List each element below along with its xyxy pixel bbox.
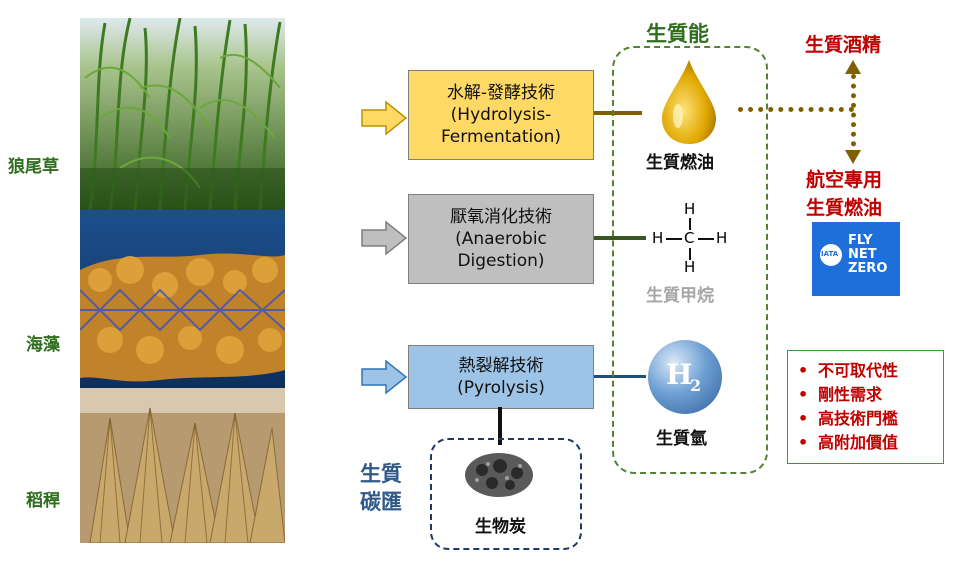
arrow-to-pyrolysis-icon xyxy=(360,359,408,399)
iata-globe-icon: IATA xyxy=(820,244,842,266)
carbon-sink-title: 生質 碳匯 xyxy=(360,460,404,516)
logo-line-zero: ZERO xyxy=(848,261,888,276)
hydrogen-connector-line xyxy=(594,375,646,378)
rice-straw-photo xyxy=(80,388,286,544)
arrow-up-icon xyxy=(845,60,861,74)
arrow-to-anaerobic-icon xyxy=(360,220,408,260)
pyrolysis-box: 熱裂解技術 (Pyrolysis) xyxy=(408,345,594,409)
methane-h-bottom: H xyxy=(684,258,696,276)
biochar-icon xyxy=(462,448,536,504)
bioenergy-group xyxy=(612,46,768,474)
anaerobic-en-2: Digestion) xyxy=(457,251,545,271)
pyrolysis-en: (Pyrolysis) xyxy=(457,378,545,398)
fly-net-zero-logo: IATA FLY NET ZERO xyxy=(812,222,900,296)
fuel-dotted-line xyxy=(738,107,854,112)
arrow-down-icon xyxy=(845,150,861,164)
feature-item: 剛性需求 xyxy=(798,383,933,407)
fuel-connector-line xyxy=(594,111,642,115)
hydrolysis-en-1: (Hydrolysis- xyxy=(450,105,552,125)
feedstock-label-seaweed: 海藻 xyxy=(26,335,60,355)
methane-bond-bottom xyxy=(689,248,691,260)
methane-structure-icon: H H C H H xyxy=(648,200,732,276)
aviation-fuel-label: 航空專用 生質燃油 xyxy=(806,166,882,222)
hydrolysis-title: 水解-發酵技術 xyxy=(446,83,556,103)
biochar-label: 生物炭 xyxy=(475,517,526,537)
feature-list: 不可取代性 剛性需求 高技術門檻 高附加價值 xyxy=(788,351,943,463)
methane-connector-line xyxy=(594,236,646,240)
aviation-line2: 生質燃油 xyxy=(806,197,883,219)
logo-line-fly: FLY xyxy=(848,233,873,248)
feature-item: 高附加價值 xyxy=(798,431,933,455)
fuel-oil-label: 生質燃油 xyxy=(646,153,714,173)
pyrolysis-title: 熱裂解技術 xyxy=(458,356,544,376)
carbon-sink-line1: 生質 xyxy=(360,462,402,486)
methane-label: 生質甲烷 xyxy=(646,286,714,306)
anaerobic-digestion-box: 厭氧消化技術 (Anaerobic Digestion) xyxy=(408,194,594,284)
hydrogen-sphere-icon: H 2 xyxy=(648,340,722,414)
hydrogen-subscript: 2 xyxy=(690,376,702,395)
aviation-line1: 航空專用 xyxy=(806,169,883,191)
biochar-connector-line xyxy=(498,407,502,445)
feedstock-label-rice-straw: 稻稈 xyxy=(26,491,60,511)
methane-bond-top xyxy=(689,218,691,230)
feedstock-label-napier-grass: 狼尾草 xyxy=(8,157,59,177)
seaweed-photo xyxy=(79,210,286,388)
hydrolysis-fermentation-box: 水解-發酵技術 (Hydrolysis- Fermentation) xyxy=(408,70,594,160)
ethanol-label: 生質酒精 xyxy=(805,34,882,56)
hydrogen-symbol: H xyxy=(666,358,693,391)
arrow-to-hydrolysis-icon xyxy=(360,100,408,140)
anaerobic-title: 厭氧消化技術 xyxy=(450,207,552,227)
napier-grass-photo xyxy=(80,17,285,211)
feature-list-box: 不可取代性 剛性需求 高技術門檻 高附加價值 xyxy=(787,350,944,464)
carbon-sink-line2: 碳匯 xyxy=(360,490,402,514)
oil-drop-icon xyxy=(658,58,720,150)
feature-item: 高技術門檻 xyxy=(798,407,933,431)
logo-line-net: NET xyxy=(848,247,877,262)
carbon-sink-group xyxy=(430,438,582,550)
vertical-dotted-line xyxy=(851,74,856,156)
methane-bond-right xyxy=(698,238,714,240)
anaerobic-en-1: (Anaerobic xyxy=(455,229,547,249)
methane-h-top: H xyxy=(684,200,696,218)
hydrogen-label: 生質氫 xyxy=(656,429,707,449)
methane-h-right: H xyxy=(716,229,728,247)
hydrolysis-en-2: Fermentation) xyxy=(440,127,562,147)
methane-bond-left xyxy=(666,238,682,240)
bioenergy-title: 生質能 xyxy=(646,22,709,46)
feature-item: 不可取代性 xyxy=(798,359,933,383)
methane-c: C xyxy=(684,229,695,247)
iata-badge-text: IATA xyxy=(821,250,839,258)
logo-text: FLY NET ZERO xyxy=(848,234,887,276)
methane-h-left: H xyxy=(652,229,664,247)
